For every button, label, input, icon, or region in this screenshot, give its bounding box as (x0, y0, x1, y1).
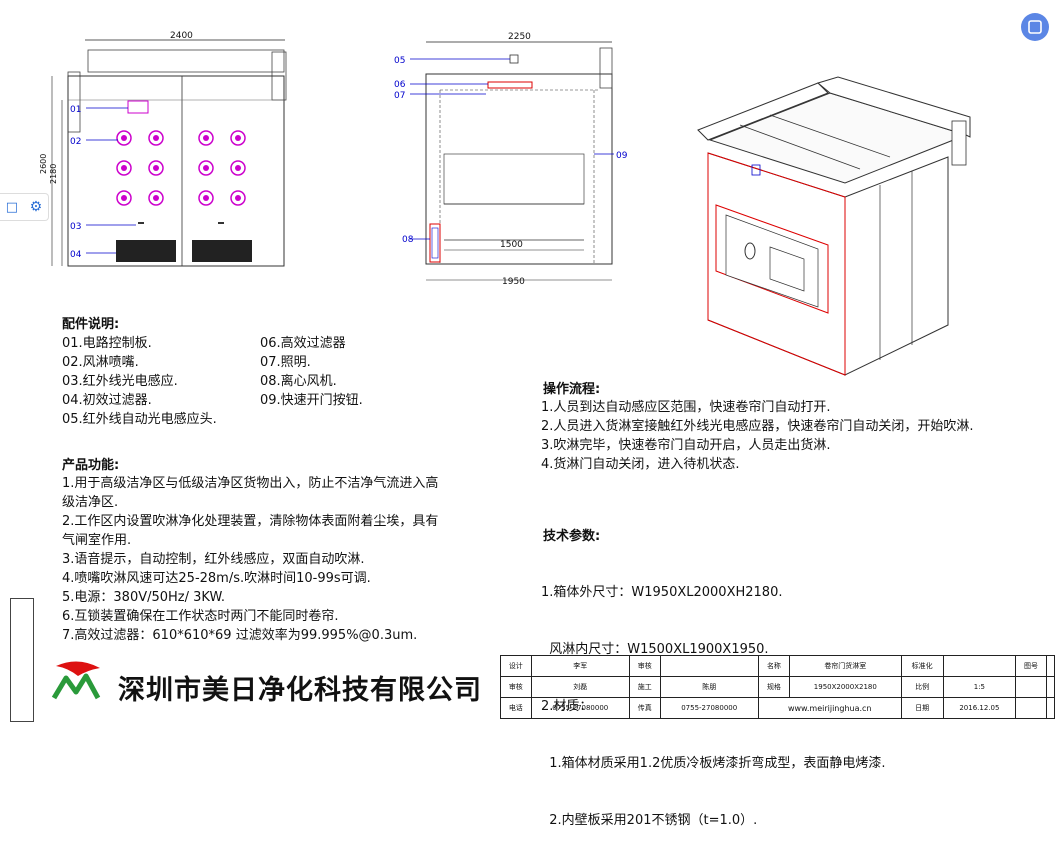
function-line: 2.工作区内设置吹淋净化处理装置，清除物体表面附着尘埃，具有 (62, 514, 439, 529)
callout-07: 07 (394, 91, 405, 101)
tb-cell: 审核 (500, 676, 532, 698)
nozzle-grid (116, 130, 246, 206)
tb-cell (1045, 655, 1056, 677)
tech-line: 风淋内尺寸：W1500XL1900X1950. (541, 642, 769, 657)
tech-line: 1.箱体材质采用1.2优质冷板烤漆折弯成型，表面静电烤漆. (541, 756, 886, 771)
tb-cell (1045, 676, 1056, 698)
tb-cell: 0755-27080000 (659, 697, 759, 719)
process-line: 4.货淋门自动关闭，进入待机状态. (541, 457, 740, 472)
gear-icon[interactable]: ⚙ (29, 199, 43, 215)
front-view-drawing: 2400 2600 2180 01 02 03 04 (40, 31, 287, 267)
tb-cell: 审核 (628, 655, 661, 677)
parts-title: 配件说明: (62, 317, 120, 332)
isometric-view-drawing (697, 76, 971, 376)
callout-03: 03 (70, 222, 81, 232)
parts-item: 06.高效过滤器 (260, 336, 346, 351)
tb-cell: 0755-27080000 (530, 697, 630, 719)
tb-cell: 施工 (628, 676, 661, 698)
control-panel (127, 100, 149, 114)
company-name: 深圳市美日净化科技有限公司 (118, 675, 482, 706)
front-width-label: 2400 (170, 31, 193, 41)
tb-cell (659, 655, 759, 677)
parts-item: 03.红外线光电感应. (62, 374, 178, 389)
tb-cell (1045, 697, 1056, 719)
function-line: 气闸室作用. (62, 533, 132, 548)
shirt-icon[interactable]: □ (5, 199, 19, 215)
tb-cell: 图号 (1015, 655, 1047, 677)
parts-item: 01.电路控制板. (62, 336, 152, 351)
parts-item: 05.红外线自动光电感应头. (62, 412, 217, 427)
translate-icon (1028, 20, 1042, 34)
callout-02: 02 (70, 137, 81, 147)
function-line: 4.喷嘴吹淋风速可达25-28m/s.吹淋时间10-99s可调. (62, 571, 371, 586)
process-line: 3.吹淋完毕，快速卷帘门自动开启，人员走出货淋. (541, 438, 831, 453)
tb-cell: 传真 (628, 697, 661, 719)
tb-cell: 标准化 (900, 655, 944, 677)
side-view-drawing: 2250 1500 1950 05 06 07 08 09 (394, 32, 628, 287)
tech-title: 技术参数: (543, 529, 601, 544)
process-title: 操作流程: (543, 382, 601, 397)
function-line: 5.电源：380V/50Hz/ 3KW. (62, 590, 225, 605)
front-height-inner: 2180 (49, 164, 58, 184)
process-list: 1.人员到达自动感应区范围，快速卷帘门自动打开. 2.人员进入货淋室接触红外线光… (541, 398, 974, 474)
side-toolbar: □ ⚙ (0, 193, 49, 221)
tech-line: 1.箱体外尺寸：W1950XL2000XH2180. (541, 585, 783, 600)
callout-06: 06 (394, 80, 406, 90)
tb-website: www.meirijinghua.cn (757, 697, 902, 719)
left-margin-strip (10, 598, 34, 722)
parts-left-list: 01.电路控制板. 02.风淋喷嘴. 03.红外线光电感应. 04.初效过滤器.… (62, 334, 217, 429)
tb-cell: 陈朋 (659, 676, 759, 698)
tb-cell: 日期 (900, 697, 944, 719)
function-line: 1.用于高级洁净区与低级洁净区货物出入，防止不洁净气流进入高 (62, 476, 439, 491)
company-logo (48, 658, 108, 708)
function-line: 3.语音提示，自动控制，红外线感应，双面自动吹淋. (62, 552, 365, 567)
process-line: 2.人员进入货淋室接触红外线光电感应器，快速卷帘门自动关闭，开始吹淋. (541, 419, 974, 434)
parts-item: 08.离心风机. (260, 374, 337, 389)
functions-list: 1.用于高级洁净区与低级洁净区货物出入，防止不洁净气流进入高 级洁净区. 2.工… (62, 474, 438, 645)
callout-04: 04 (70, 250, 82, 260)
function-line: 7.高效过滤器：610*610*69 过滤效率为99.995%@0.3um. (62, 628, 418, 643)
tb-cell: 李军 (530, 655, 630, 677)
side-inner-label: 1500 (500, 240, 523, 250)
function-line: 6.互锁装置确保在工作状态时两门不能同时卷帘. (62, 609, 339, 624)
side-bottom-label: 1950 (502, 277, 525, 287)
callout-09: 09 (616, 151, 628, 161)
tb-cell (1015, 697, 1047, 719)
function-line: 级洁净区. (62, 495, 119, 510)
parts-item: 04.初效过滤器. (62, 393, 152, 408)
tb-cell: 卷帘门货淋室 (789, 655, 902, 677)
prefilter-left (116, 240, 176, 262)
process-line: 1.人员到达自动感应区范围，快速卷帘门自动打开. (541, 400, 831, 415)
tb-cell: 电话 (500, 697, 532, 719)
callout-08: 08 (402, 235, 414, 245)
side-top-label: 2250 (508, 32, 531, 42)
front-height-outer: 2600 (40, 154, 48, 174)
tb-cell: 2016.12.05 (942, 697, 1017, 719)
title-block: 设计 李军 审核 名称 卷帘门货淋室 标准化 图号 审核 刘磊 施工 陈朋 规格… (500, 655, 1056, 721)
prefilter-right (192, 240, 252, 262)
parts-item: 07.照明. (260, 355, 311, 370)
parts-item: 02.风淋喷嘴. (62, 355, 139, 370)
functions-title: 产品功能: (62, 458, 120, 473)
tb-cell: 比例 (900, 676, 944, 698)
tb-cell: 1:5 (942, 676, 1017, 698)
tb-cell: 设计 (500, 655, 532, 677)
callout-01: 01 (70, 105, 81, 115)
tech-line: 2.内壁板采用201不锈钢（t=1.0）. (541, 813, 758, 828)
tb-cell: 名称 (757, 655, 791, 677)
callout-05: 05 (394, 56, 405, 66)
tb-cell: 1950X2000X2180 (789, 676, 902, 698)
tb-cell: 刘磊 (530, 676, 630, 698)
parts-item: 09.快速开门按钮. (260, 393, 363, 408)
tb-cell (942, 655, 1017, 677)
tb-cell: 规格 (757, 676, 791, 698)
translate-button[interactable] (1021, 13, 1049, 41)
tb-cell (1015, 676, 1047, 698)
parts-right-list: 06.高效过滤器 07.照明. 08.离心风机. 09.快速开门按钮. (260, 334, 363, 410)
